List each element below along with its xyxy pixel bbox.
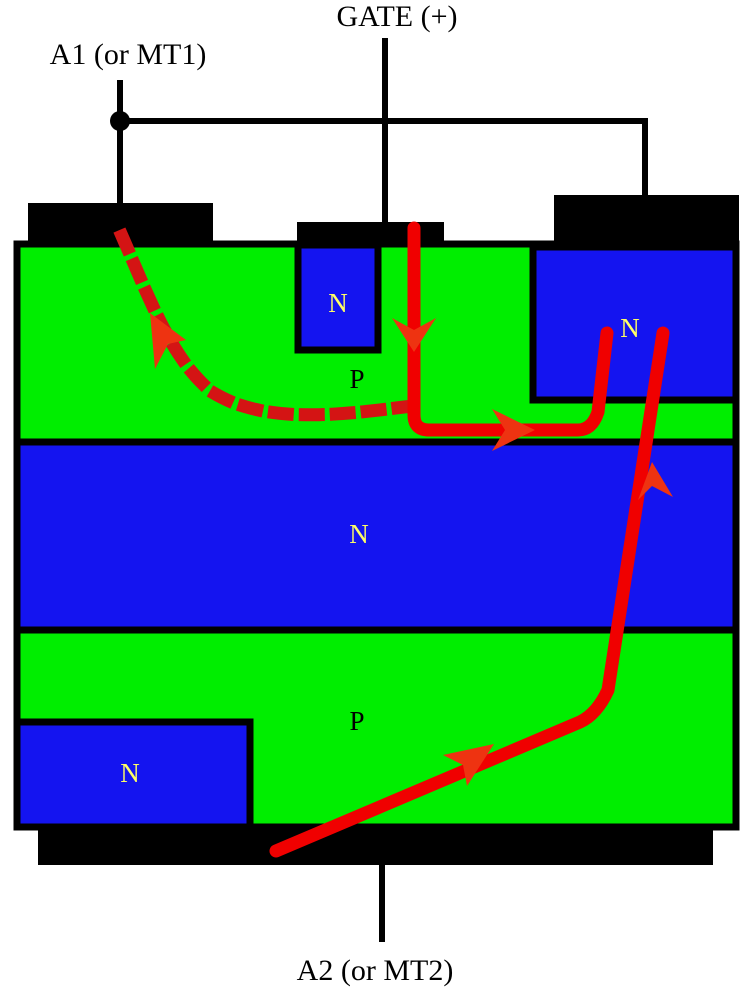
a1-bridge-wire [120,118,648,199]
terminal-wires [110,38,648,942]
gate-current-arrowhead-down [392,318,436,352]
main-current-path [269,326,670,858]
label-gate-terminal: GATE (+) [336,0,457,33]
gate-current-arrowhead-right [492,409,535,451]
a2-bottom-contact-electrode [38,827,713,865]
diagram-labels: A1 (or MT1) GATE (+) A2 (or MT2) N N P N… [50,0,640,987]
label-a2-terminal: A2 (or MT2) [297,954,454,987]
label-n-gate-region: N [328,288,348,318]
label-n-right-top-region: N [620,313,640,343]
n-gate-well [294,241,382,354]
top-electrodes [28,195,739,248]
a1-junction-dot [110,111,130,131]
electron-return-path-dotted [113,227,420,422]
label-p-lower-region: P [349,706,364,736]
n-right-well [529,243,740,404]
main-current-arrowhead-lower [443,744,494,786]
electron-return-arrowhead [150,313,186,369]
main-current-arrowhead-middle [638,462,673,500]
current-paths [113,221,673,858]
a2-top-right-contact-electrode [554,195,739,248]
label-n-middle-region: N [349,519,369,549]
gate-current-path [407,221,614,437]
label-p-upper-region: P [349,364,364,394]
label-a1-terminal: A1 (or MT1) [50,38,207,71]
gate-contact-electrode [297,222,444,245]
label-n-bottom-left-region: N [120,758,140,788]
